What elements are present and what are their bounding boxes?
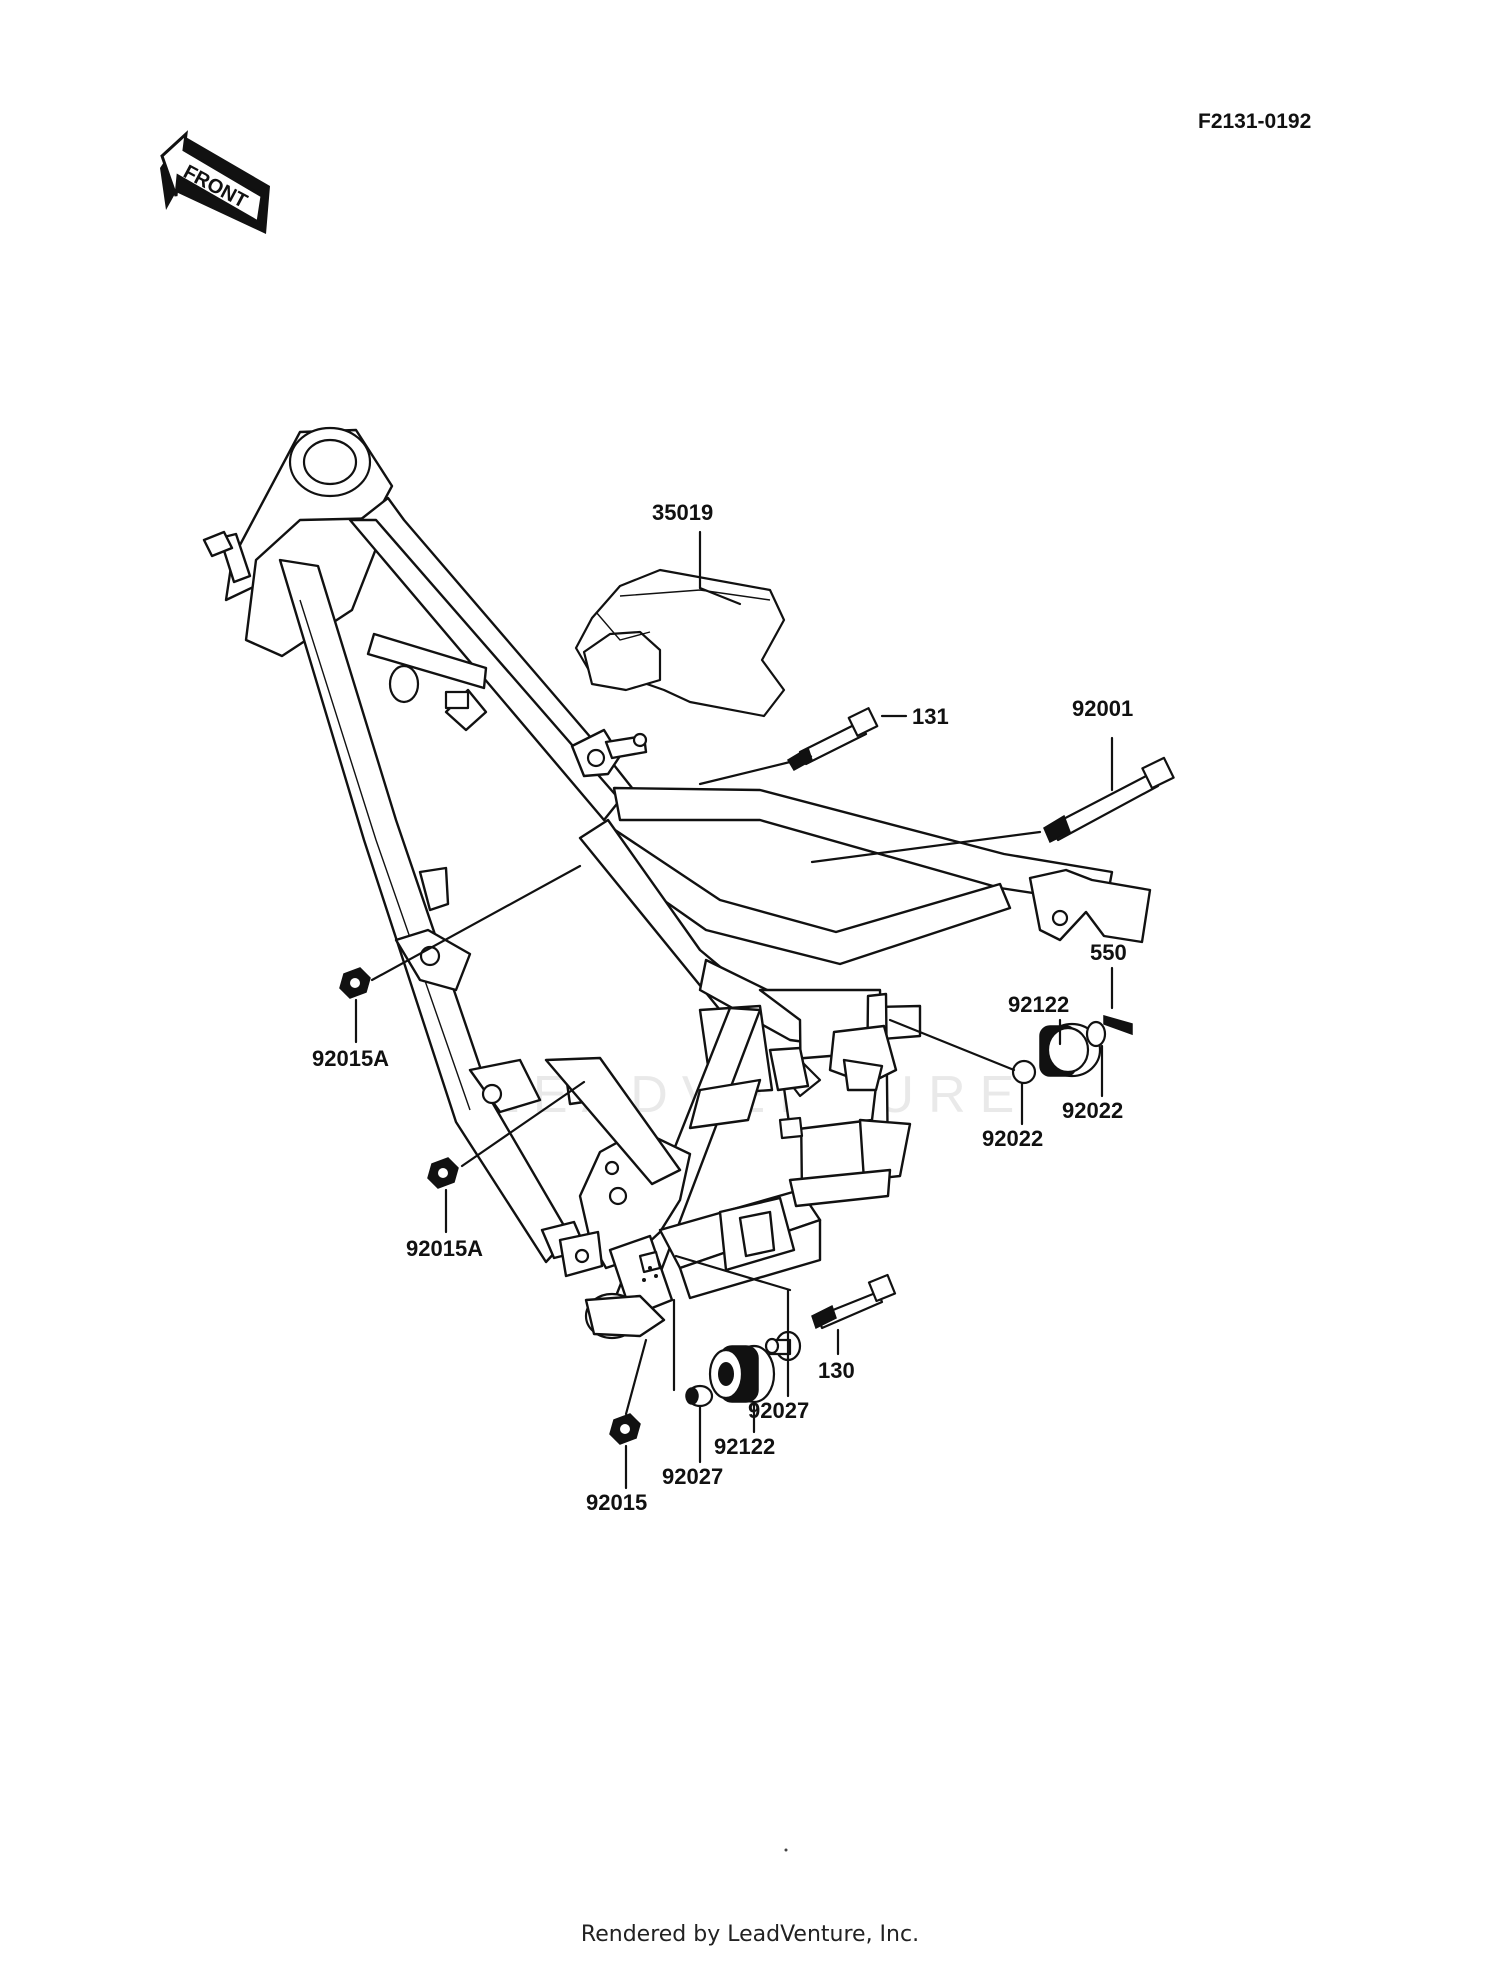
washer-92022-left — [1011, 1059, 1037, 1085]
bushing-92122-top — [1039, 1022, 1102, 1078]
footer-credit: Rendered by LeadVenture, Inc. — [580, 1922, 920, 1947]
callout-131: 131 — [912, 704, 949, 729]
callout-92122-top: 92122 — [1008, 992, 1069, 1017]
callout-92022-right: 92022 — [1062, 1098, 1123, 1123]
bolt-131 — [786, 707, 879, 772]
callout-550: 550 — [1090, 940, 1127, 965]
front-arrow-icon: FRONT — [160, 130, 270, 234]
figure-code: F2131-0192 — [1198, 110, 1311, 133]
callout-35019: 35019 — [652, 500, 713, 525]
bushing-92122-bottom — [708, 1344, 776, 1404]
leader-lines — [354, 530, 1114, 1490]
pin-550 — [1103, 1015, 1133, 1036]
nut-92015A-upper — [339, 967, 371, 999]
washer-92022-right — [1085, 1020, 1107, 1048]
callout-92015A-lower: 92015A — [406, 1236, 483, 1261]
nut-92015 — [609, 1413, 641, 1445]
nut-92015A-lower — [427, 1157, 459, 1189]
callout-92015: 92015 — [586, 1490, 647, 1515]
callout-92022-left: 92022 — [982, 1126, 1043, 1151]
frame-drawing — [202, 426, 1152, 1340]
collar-92027-right — [764, 1330, 802, 1362]
callout-92027-right: 92027 — [748, 1398, 809, 1423]
callout-92015A-upper: 92015A — [312, 1046, 389, 1071]
callout-130: 130 — [818, 1358, 855, 1383]
callout-92001: 92001 — [1072, 696, 1133, 721]
stray-dot — [784, 1848, 788, 1852]
cover-35019 — [574, 568, 786, 718]
bolt-92001 — [1043, 756, 1175, 844]
bolt-130 — [811, 1273, 897, 1330]
callout-92122-bottom: 92122 — [714, 1434, 775, 1459]
callout-92027-left: 92027 — [662, 1464, 723, 1489]
collar-92027-left — [685, 1384, 714, 1408]
